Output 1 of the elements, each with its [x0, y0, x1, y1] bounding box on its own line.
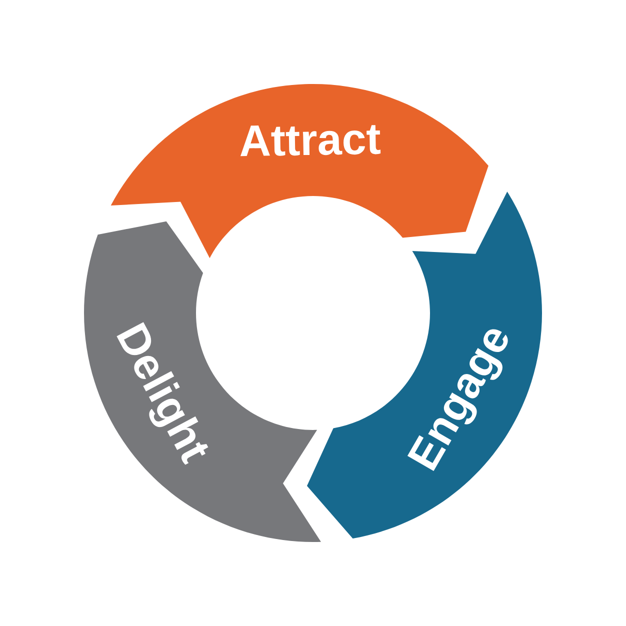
arrow-segment: Attract	[110, 84, 488, 258]
